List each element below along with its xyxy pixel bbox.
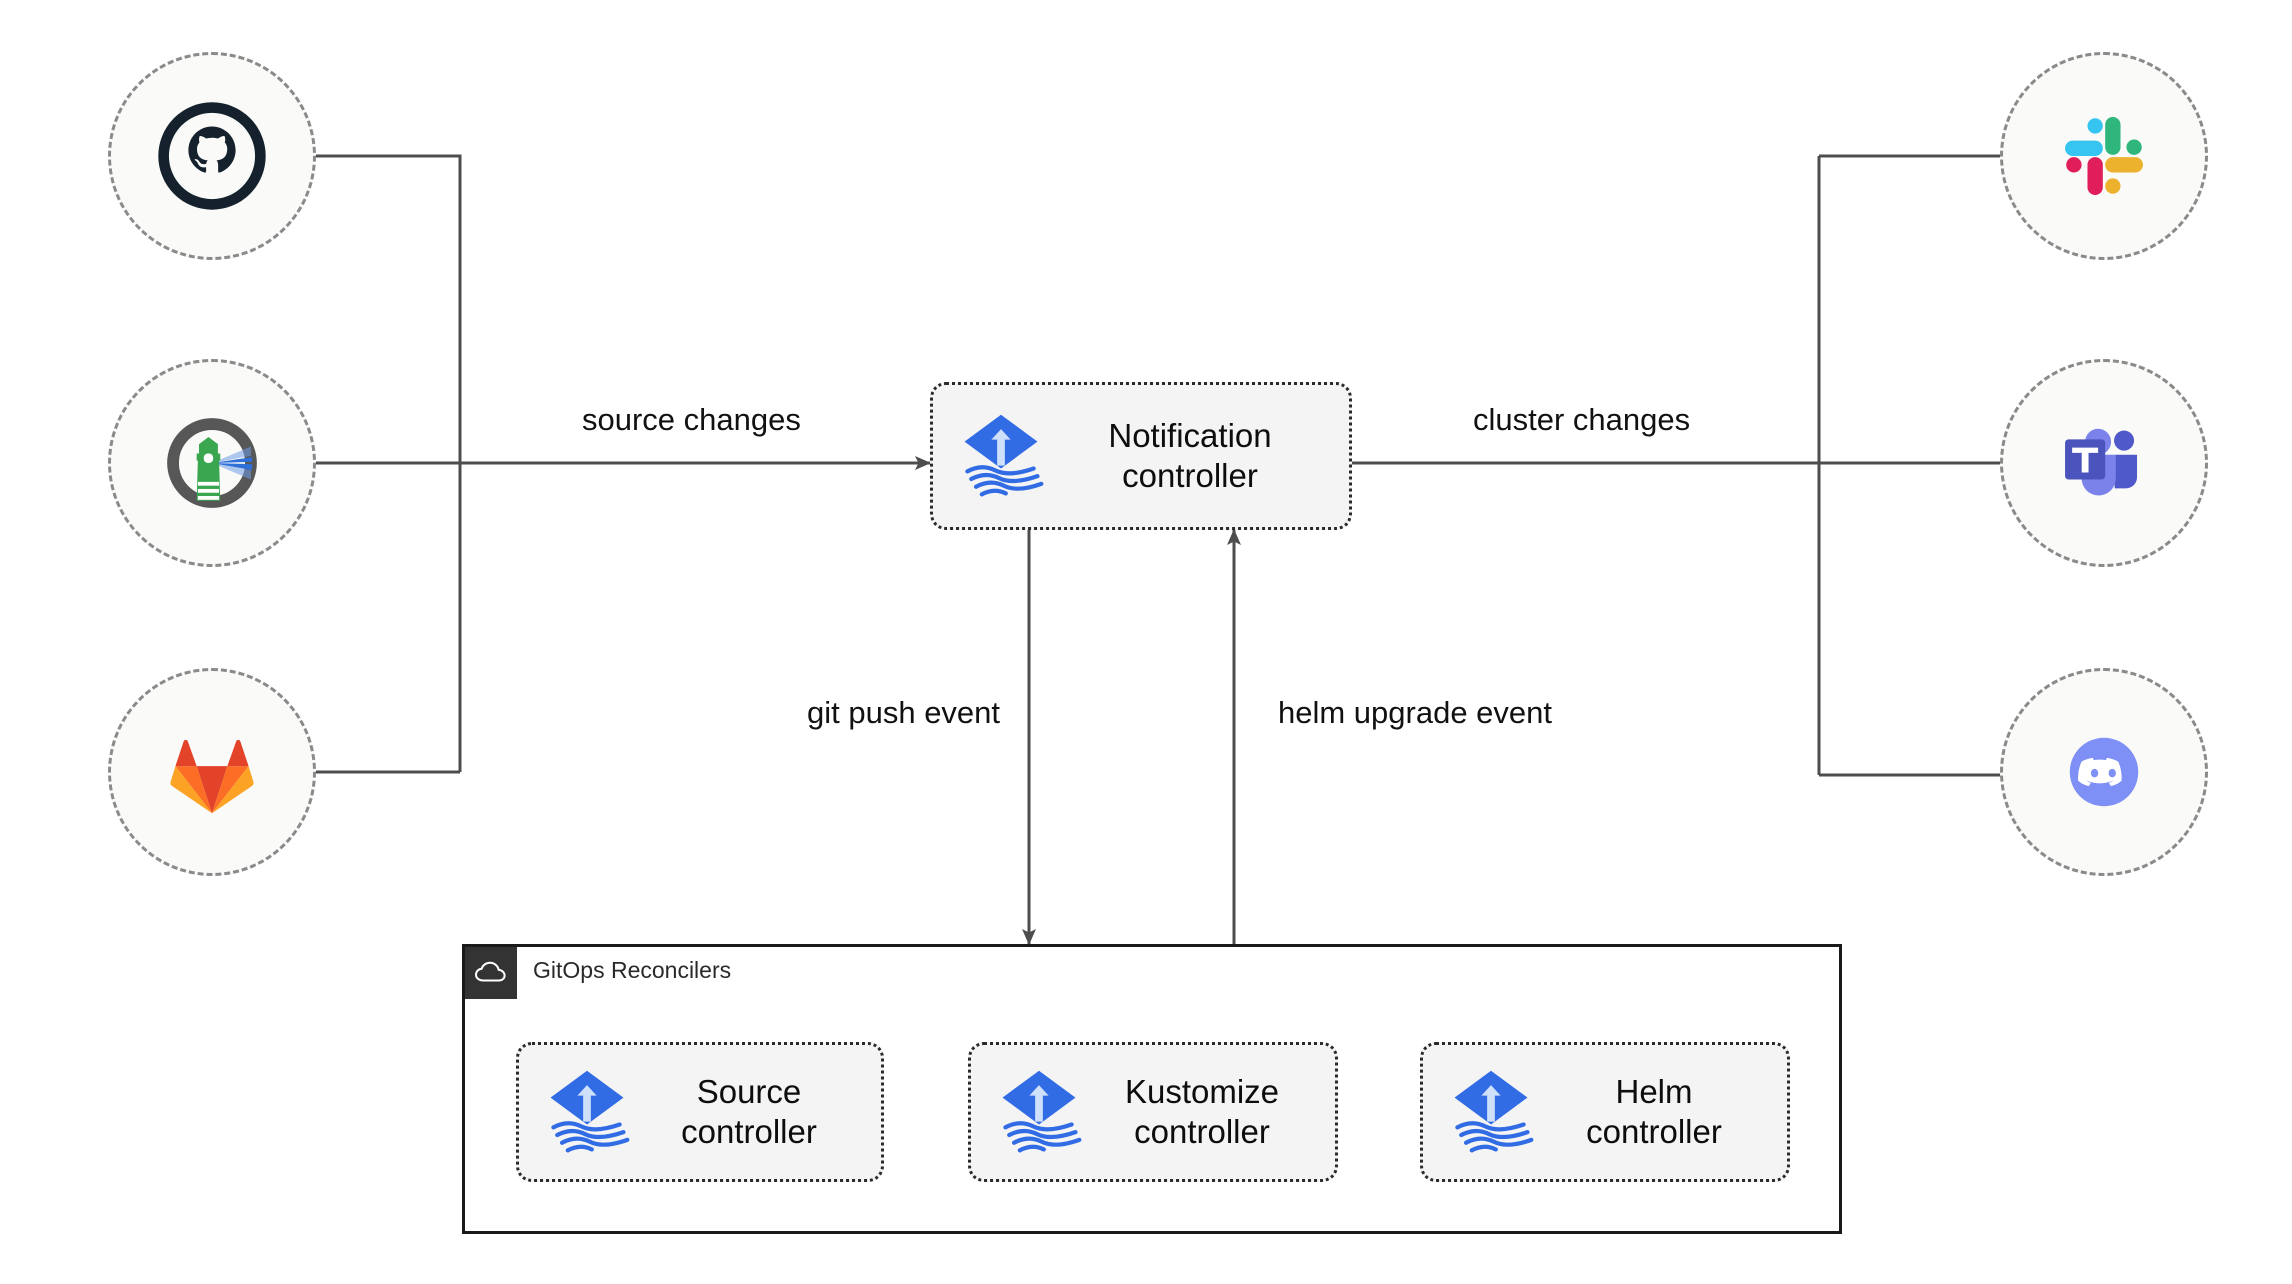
source-controller-box[interactable]: Source controller bbox=[516, 1042, 884, 1182]
helm-controller-box[interactable]: Helm controller bbox=[1420, 1042, 1790, 1182]
github-icon bbox=[158, 102, 266, 210]
edge-label-git-push-event: git push event bbox=[799, 693, 1009, 733]
flux-logo-icon bbox=[550, 1070, 630, 1153]
source-node-bucket[interactable] bbox=[108, 359, 316, 567]
kustomize-controller-box[interactable]: Kustomize controller bbox=[968, 1042, 1338, 1182]
cloud-icon bbox=[474, 961, 506, 982]
source-node-gitlab[interactable] bbox=[108, 668, 316, 876]
flux-logo-icon bbox=[1454, 1070, 1534, 1153]
microsoft-teams-icon bbox=[2065, 428, 2138, 496]
kustomize-controller-label: Kustomize controller bbox=[1124, 1072, 1280, 1150]
discord-icon bbox=[2069, 737, 2139, 807]
group-badge bbox=[465, 947, 517, 999]
target-node-discord[interactable] bbox=[2000, 668, 2208, 876]
lighthouse-icon bbox=[167, 418, 257, 508]
notification-controller-label: Notification controller bbox=[1108, 416, 1272, 494]
helm-controller-label: Helm controller bbox=[1586, 1072, 1722, 1150]
target-node-slack[interactable] bbox=[2000, 52, 2208, 260]
edge-label-helm-upgrade-event: helm upgrade event bbox=[1270, 693, 1561, 733]
target-node-teams[interactable] bbox=[2000, 359, 2208, 567]
flux-logo-icon bbox=[1002, 1070, 1082, 1153]
group-title: GitOps Reconcilers bbox=[533, 957, 732, 983]
source-node-github[interactable] bbox=[108, 52, 316, 260]
flux-logo-icon bbox=[964, 414, 1044, 497]
edge-label-cluster-changes: cluster changes bbox=[1465, 400, 1699, 440]
edge-label-source-changes: source changes bbox=[574, 400, 809, 440]
source-controller-label: Source controller bbox=[681, 1072, 817, 1150]
slack-icon bbox=[2065, 117, 2143, 195]
gitlab-icon bbox=[170, 739, 254, 814]
notification-controller-box[interactable]: Notification controller bbox=[930, 382, 1352, 530]
